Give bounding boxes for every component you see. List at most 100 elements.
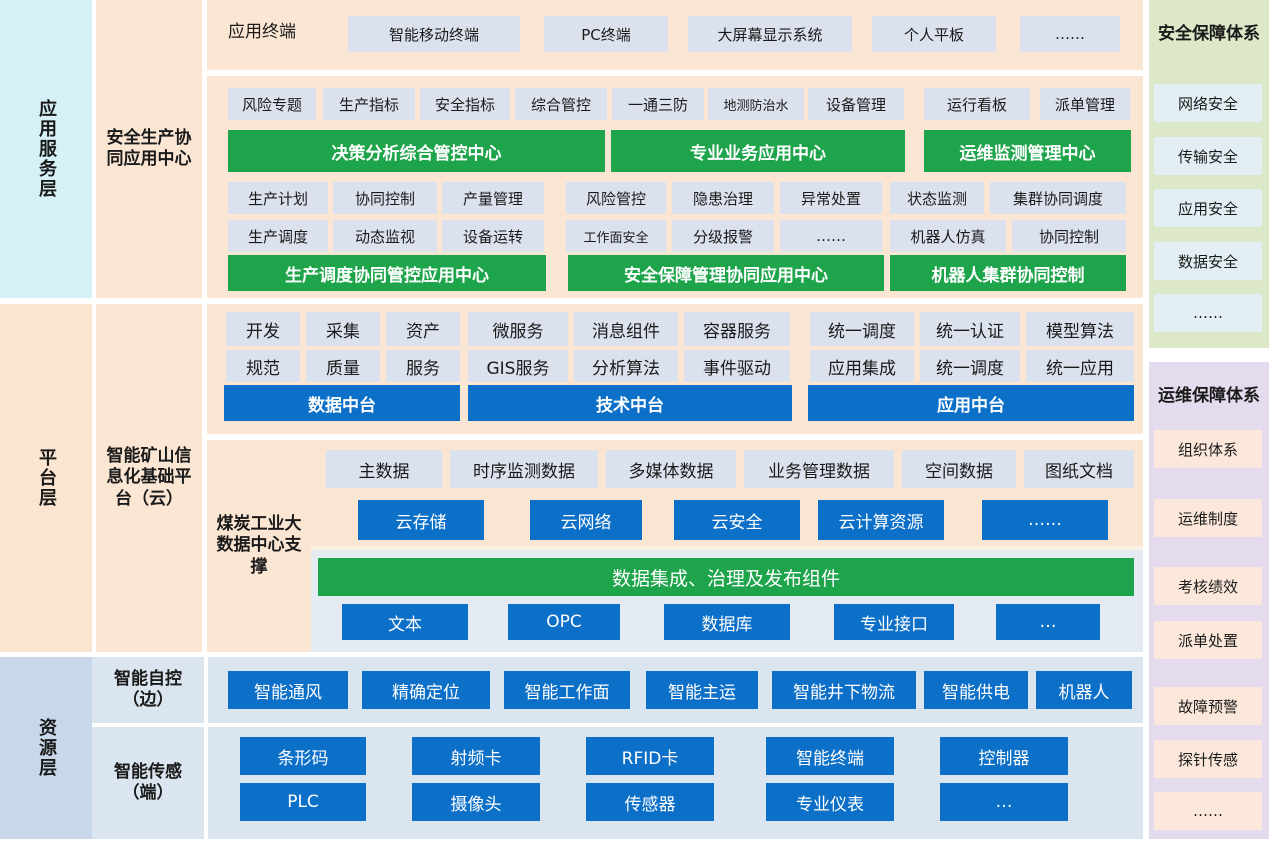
app-center-2: 安全保障管理协同应用中心 <box>568 255 884 291</box>
mid-item: 消息组件 <box>574 312 678 346</box>
app-item: 分级报警 <box>672 220 774 252</box>
bigdata-label-box: 煤炭工业大数据中心支撑 <box>207 440 311 652</box>
edge-item: 智能供电 <box>924 671 1028 709</box>
platform-layer-label: 平台层 <box>36 448 57 508</box>
edge-label: 智能自控（边） <box>114 668 182 710</box>
app-item: 协同控制 <box>1012 220 1126 252</box>
mid-center: 应用中台 <box>808 385 1134 421</box>
mid-item: 规范 <box>226 350 300 382</box>
resource-layer-label: 资源层 <box>36 718 57 778</box>
app-item: 集群协同调度 <box>990 182 1126 214</box>
edge-item: 机器人 <box>1036 671 1132 709</box>
security-item: 应用安全 <box>1154 189 1262 227</box>
sensing-item: … <box>940 783 1068 821</box>
edge-label-box: 智能自控（边） <box>92 657 204 723</box>
mid-item: 开发 <box>226 312 300 346</box>
data-item: 时序监测数据 <box>450 450 598 488</box>
integration-bar: 数据集成、治理及发布组件 <box>318 558 1134 596</box>
cloud-item: …… <box>982 500 1108 540</box>
mid-center: 技术中台 <box>468 385 792 421</box>
security-item: 网络安全 <box>1154 84 1262 122</box>
sensing-item: PLC <box>240 783 366 821</box>
platform-label: 智能矿山信息化基础平台（云） <box>106 446 192 509</box>
edge-item: 精确定位 <box>362 671 490 709</box>
ops-item: …… <box>1154 792 1262 830</box>
app-item: 工作面安全 <box>566 220 666 252</box>
mid-item: 质量 <box>306 350 380 382</box>
sensing-item: 摄像头 <box>412 783 540 821</box>
mid-item: 事件驱动 <box>684 350 790 382</box>
app-item: 产量管理 <box>442 182 544 214</box>
edge-item: 智能通风 <box>228 671 348 709</box>
security-item: …… <box>1154 294 1262 332</box>
mid-item: 模型算法 <box>1026 312 1134 346</box>
edge-item: 智能主运 <box>646 671 758 709</box>
source-item: 专业接口 <box>834 604 954 640</box>
terminal-item: …… <box>1020 16 1120 52</box>
terminal-label: 应用终端 <box>228 22 296 43</box>
mid-item: 分析算法 <box>574 350 678 382</box>
app-center-2: 机器人集群协同控制 <box>890 255 1126 291</box>
app-item: 协同控制 <box>333 182 437 214</box>
data-item: 业务管理数据 <box>744 450 894 488</box>
sensing-item: RFID卡 <box>586 737 714 775</box>
app-center-2: 生产调度协同管控应用中心 <box>228 255 546 291</box>
bigdata-label: 煤炭工业大数据中心支撑 <box>216 514 302 577</box>
app-center-box: 安全生产协同应用中心 <box>96 0 202 298</box>
app-layer-label: 应用服务层 <box>36 99 57 199</box>
security-item: 数据安全 <box>1154 242 1262 280</box>
app-item: 风险专题 <box>228 88 316 120</box>
cloud-item: 云计算资源 <box>818 500 944 540</box>
cloud-item: 云网络 <box>530 500 642 540</box>
app-item: 派单管理 <box>1040 88 1130 120</box>
mid-item: 容器服务 <box>684 312 790 346</box>
sensing-item: 传感器 <box>586 783 714 821</box>
data-item: 多媒体数据 <box>606 450 736 488</box>
mid-item: 微服务 <box>468 312 568 346</box>
mid-item: 统一调度 <box>810 312 914 346</box>
data-item: 主数据 <box>326 450 442 488</box>
app-center-1: 专业业务应用中心 <box>611 130 905 172</box>
app-item: 状态监测 <box>890 182 984 214</box>
app-item: 机器人仿真 <box>890 220 1006 252</box>
mid-item: 服务 <box>386 350 460 382</box>
source-item: 文本 <box>342 604 468 640</box>
app-item: 综合管控 <box>515 88 607 120</box>
edge-item: 智能工作面 <box>504 671 630 709</box>
sensing-label: 智能传感（端） <box>114 761 182 803</box>
app-item: 生产调度 <box>228 220 328 252</box>
app-item: 异常处置 <box>780 182 882 214</box>
app-item: 设备管理 <box>808 88 904 120</box>
ops-item: 故障预警 <box>1154 687 1262 725</box>
mid-item: 采集 <box>306 312 380 346</box>
platform-layer-tag: 平台层 <box>0 304 92 652</box>
terminal-item: 大屏幕显示系统 <box>688 16 852 52</box>
app-item: …… <box>780 220 882 252</box>
terminal-item: 智能移动终端 <box>348 16 520 52</box>
ops-item: 考核绩效 <box>1154 567 1262 605</box>
edge-item: 智能井下物流 <box>772 671 916 709</box>
platform-label-box: 智能矿山信息化基础平台（云） <box>96 304 202 652</box>
sensing-item: 射频卡 <box>412 737 540 775</box>
app-center-label: 安全生产协同应用中心 <box>106 127 192 169</box>
mid-item: 统一调度 <box>920 350 1020 382</box>
data-item: 空间数据 <box>902 450 1016 488</box>
sensing-label-box: 智能传感（端） <box>92 727 204 839</box>
ops-item: 运维制度 <box>1154 499 1262 537</box>
app-item: 风险管控 <box>566 182 666 214</box>
app-item: 运行看板 <box>924 88 1030 120</box>
source-item: OPC <box>508 604 620 640</box>
ops-item: 组织体系 <box>1154 430 1262 468</box>
sensing-item: 条形码 <box>240 737 366 775</box>
sensing-item: 智能终端 <box>766 737 894 775</box>
mid-item: 统一应用 <box>1026 350 1134 382</box>
resource-layer-tag: 资源层 <box>0 657 92 839</box>
ops-item: 派单处置 <box>1154 621 1262 659</box>
app-item: 隐患治理 <box>672 182 774 214</box>
app-item: 地测防治水 <box>708 88 804 120</box>
app-item: 设备运转 <box>442 220 544 252</box>
app-item: 生产计划 <box>228 182 328 214</box>
terminal-item: 个人平板 <box>872 16 996 52</box>
mid-item: 统一认证 <box>920 312 1020 346</box>
ops-item: 探针传感 <box>1154 740 1262 778</box>
